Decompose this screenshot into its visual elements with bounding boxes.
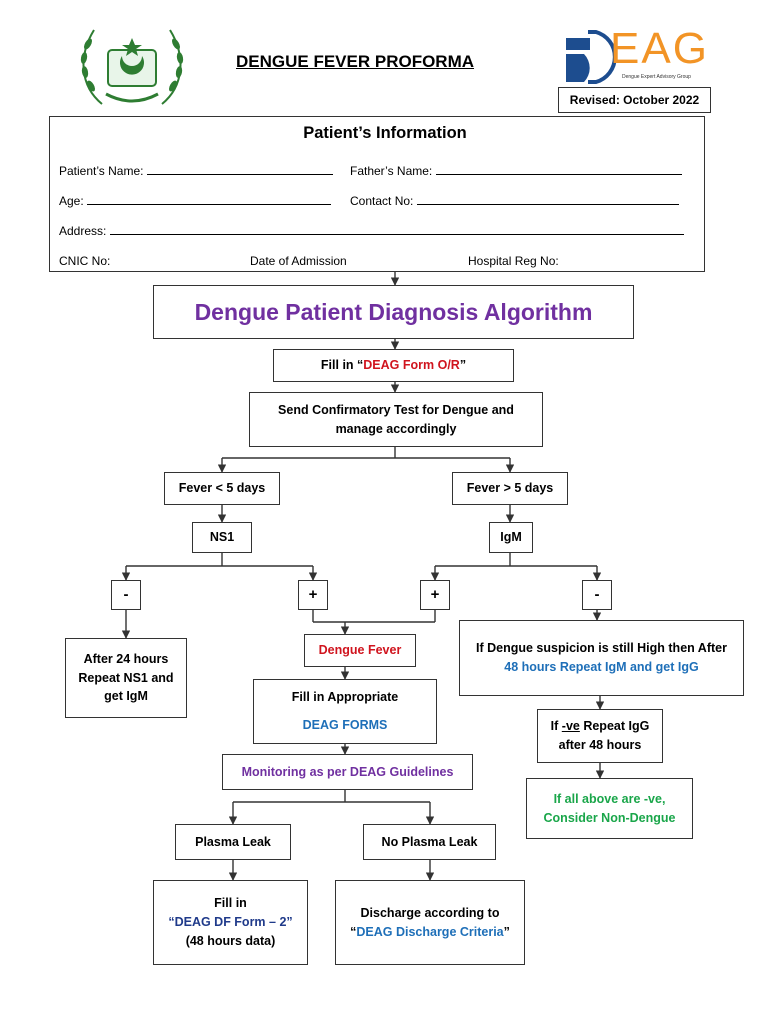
deag-logo-subtitle: Dengue Expert Advisory Group [622,74,691,80]
age-line [87,194,332,205]
suspicion-high-box: If Dengue suspicion is still High then A… [459,620,744,696]
deag-logo-text: EAG [610,24,709,73]
fever-less-5-days-box: Fever < 5 days [164,472,280,505]
age-label: Age: [59,194,84,208]
punjab-emblem-logo [72,16,192,116]
ns1-positive-box: + [298,580,328,610]
patient-info-panel [49,116,705,272]
monitoring-box: Monitoring as per DEAG Guidelines [222,754,473,790]
ns1-negative-box: - [111,580,141,610]
plasma-leak-box: Plasma Leak [175,824,291,860]
igm-positive-text: + [430,585,440,603]
revised-badge: Revised: October 2022 [558,87,711,113]
deag-logo: EAG Dengue Expert Advisory Group [564,24,707,86]
igm-negative-box: - [582,580,612,610]
fever-more-5-days-box: Fever > 5 days [452,472,568,505]
age-field[interactable]: Age: [59,194,332,208]
algorithm-title-text: Dengue Patient Diagnosis Algorithm [194,298,593,325]
fever-more-5-days-text: Fever > 5 days [466,481,554,496]
ns1-positive-text: + [308,585,318,603]
no-plasma-leak-box: No Plasma Leak [363,824,496,860]
plasma-leak-text: Plasma Leak [195,834,271,849]
address-label: Address: [59,224,107,238]
suspicion-high-text: If Dengue suspicion is still High then A… [476,641,727,674]
deag-form-or-link: DEAG Form O/R [363,358,460,373]
page-title: DENGUE FEVER PROFORMA [236,52,475,71]
non-dengue-box: If all above are -ve,Consider Non-Dengue [526,778,693,839]
admission-date-label: Date of Admission [250,254,347,268]
discharge-text: Discharge according to“DEAG Discharge Cr… [350,905,510,939]
cnic-field[interactable]: CNIC No: [59,254,110,268]
igm-positive-box: + [420,580,450,610]
cnic-label: CNIC No: [59,254,111,268]
monitoring-text: Monitoring as per DEAG Guidelines [241,764,454,779]
igm-negative-text: - [594,585,600,603]
ns1-box: NS1 [192,522,252,553]
non-dengue-text: If all above are -ve,Consider Non-Dengue [543,791,676,825]
hospital-reg-label: Hospital Reg No: [468,254,559,268]
fill-form-or-box: Fill in “DEAG Form O/R” [273,349,514,382]
discharge-box: Discharge according to“DEAG Discharge Cr… [335,880,525,965]
df-form-2-box: Fill in“DEAG DF Form – 2”(48 hours data) [153,880,308,965]
father-name-label: Father’s Name: [350,164,433,178]
address-field[interactable]: Address: [59,224,684,238]
father-name-line [435,164,682,175]
algorithm-title: Dengue Patient Diagnosis Algorithm [153,285,634,339]
contact-label: Contact No: [350,194,414,208]
father-name-field[interactable]: Father’s Name: [350,164,682,178]
patient-info-heading: Patient’s Information [303,124,467,142]
patient-name-label: Patient’s Name: [59,164,144,178]
hospital-reg-field[interactable]: Hospital Reg No: [468,254,559,268]
fill-form-or-text: Fill in “DEAG Form O/R” [320,358,467,373]
revised-text: Revised: October 2022 [569,93,700,107]
patient-name-field[interactable]: Patient’s Name: [59,164,333,178]
contact-field[interactable]: Contact No: [350,194,679,208]
dengue-fever-text: Dengue Fever [318,643,402,658]
ns1-text: NS1 [209,530,235,545]
df-form-2-text: Fill in“DEAG DF Form – 2”(48 hours data) [168,896,293,948]
igm-text: IgM [500,530,522,545]
igm-box: IgM [489,522,533,553]
patient-name-line [146,164,333,175]
fever-less-5-days-text: Fever < 5 days [178,481,266,496]
address-line [109,224,684,235]
admission-date-field[interactable]: Date of Admission [250,254,347,268]
ns1-negative-text: - [123,585,129,603]
contact-line [416,194,679,205]
no-plasma-leak-text: No Plasma Leak [381,834,478,849]
dengue-fever-box: Dengue Fever [304,634,416,667]
